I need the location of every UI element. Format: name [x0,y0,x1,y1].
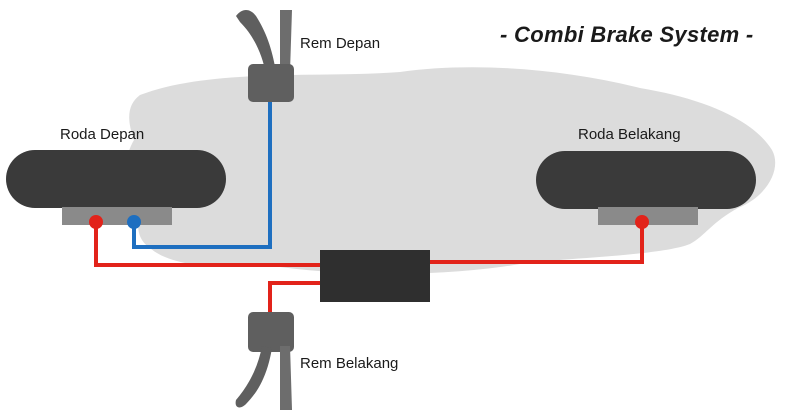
front-line-connector [127,215,141,229]
front-wheel-label: Roda Depan [60,126,145,143]
front-lever-handle [280,10,292,72]
combined-brake-line-rear [430,222,644,264]
diagram-title: - Combi Brake System - [500,22,754,47]
rear-lever-arm [235,346,272,408]
front-lever-arm [236,10,276,74]
front-wheel-tire [6,150,226,208]
rear-brake-label: Rem Belakang [300,355,399,372]
front-brake-lever [236,10,294,102]
combined-brake-line-front [94,222,330,267]
front-brake-line [132,100,272,249]
front-red-connector [89,215,103,229]
front-brake-caliper [62,207,172,225]
rear-brake-lever [235,312,294,410]
front-lever-clamp [248,64,294,102]
rear-wheel-label: Roda Belakang [578,126,681,143]
rear-red-connector [635,215,649,229]
delay-valve [320,250,430,302]
rear-lever-line [268,281,330,320]
front-brake-label: Rem Depan [300,35,381,52]
rear-brake-caliper [598,207,698,225]
rear-lever-handle [280,346,292,410]
rear-wheel-tire [536,151,756,209]
rear-lever-clamp [248,312,294,352]
